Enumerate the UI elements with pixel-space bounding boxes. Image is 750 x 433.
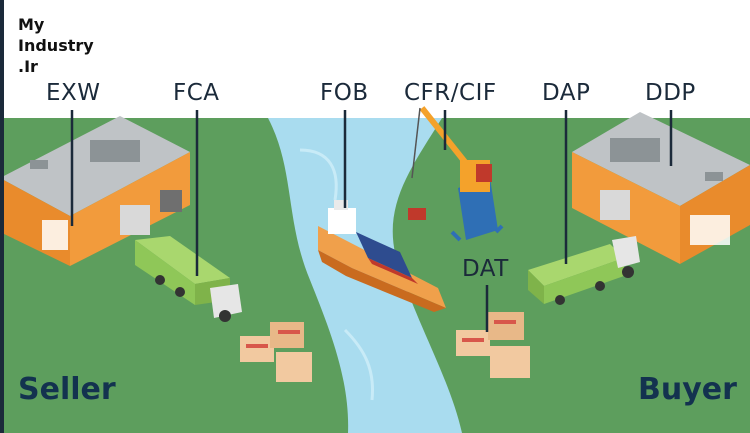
brand-line-2: Industry [18,36,94,55]
buyer-warehouse-icon [572,112,750,264]
buyer-truck-icon [528,236,640,305]
buyer-box-stack-icon [456,312,530,378]
left-edge-bar [0,0,4,433]
term-label-fob: FOB [320,80,369,106]
buyer-label: Buyer [638,372,737,407]
cargo-ship-icon [318,200,446,312]
term-label-dat: DAT [462,256,509,282]
term-label-cfr-cif: CFR/CIF [404,80,497,106]
seller-label: Seller [18,372,116,407]
term-label-ddp: DDP [645,80,696,106]
term-leader-lines [70,110,673,332]
term-label-fca: FCA [173,80,220,106]
seller-warehouse-icon [0,116,190,266]
seller-truck-icon [135,236,242,322]
harbor-crane-icon [408,106,504,242]
seller-box-stack-icon [240,322,312,382]
term-label-dap: DAP [542,80,591,106]
brand-logo: My Industry .Ir [18,14,94,77]
brand-line-3: .Ir [18,57,38,76]
brand-line-1: My [18,15,45,34]
term-label-exw: EXW [46,80,101,106]
